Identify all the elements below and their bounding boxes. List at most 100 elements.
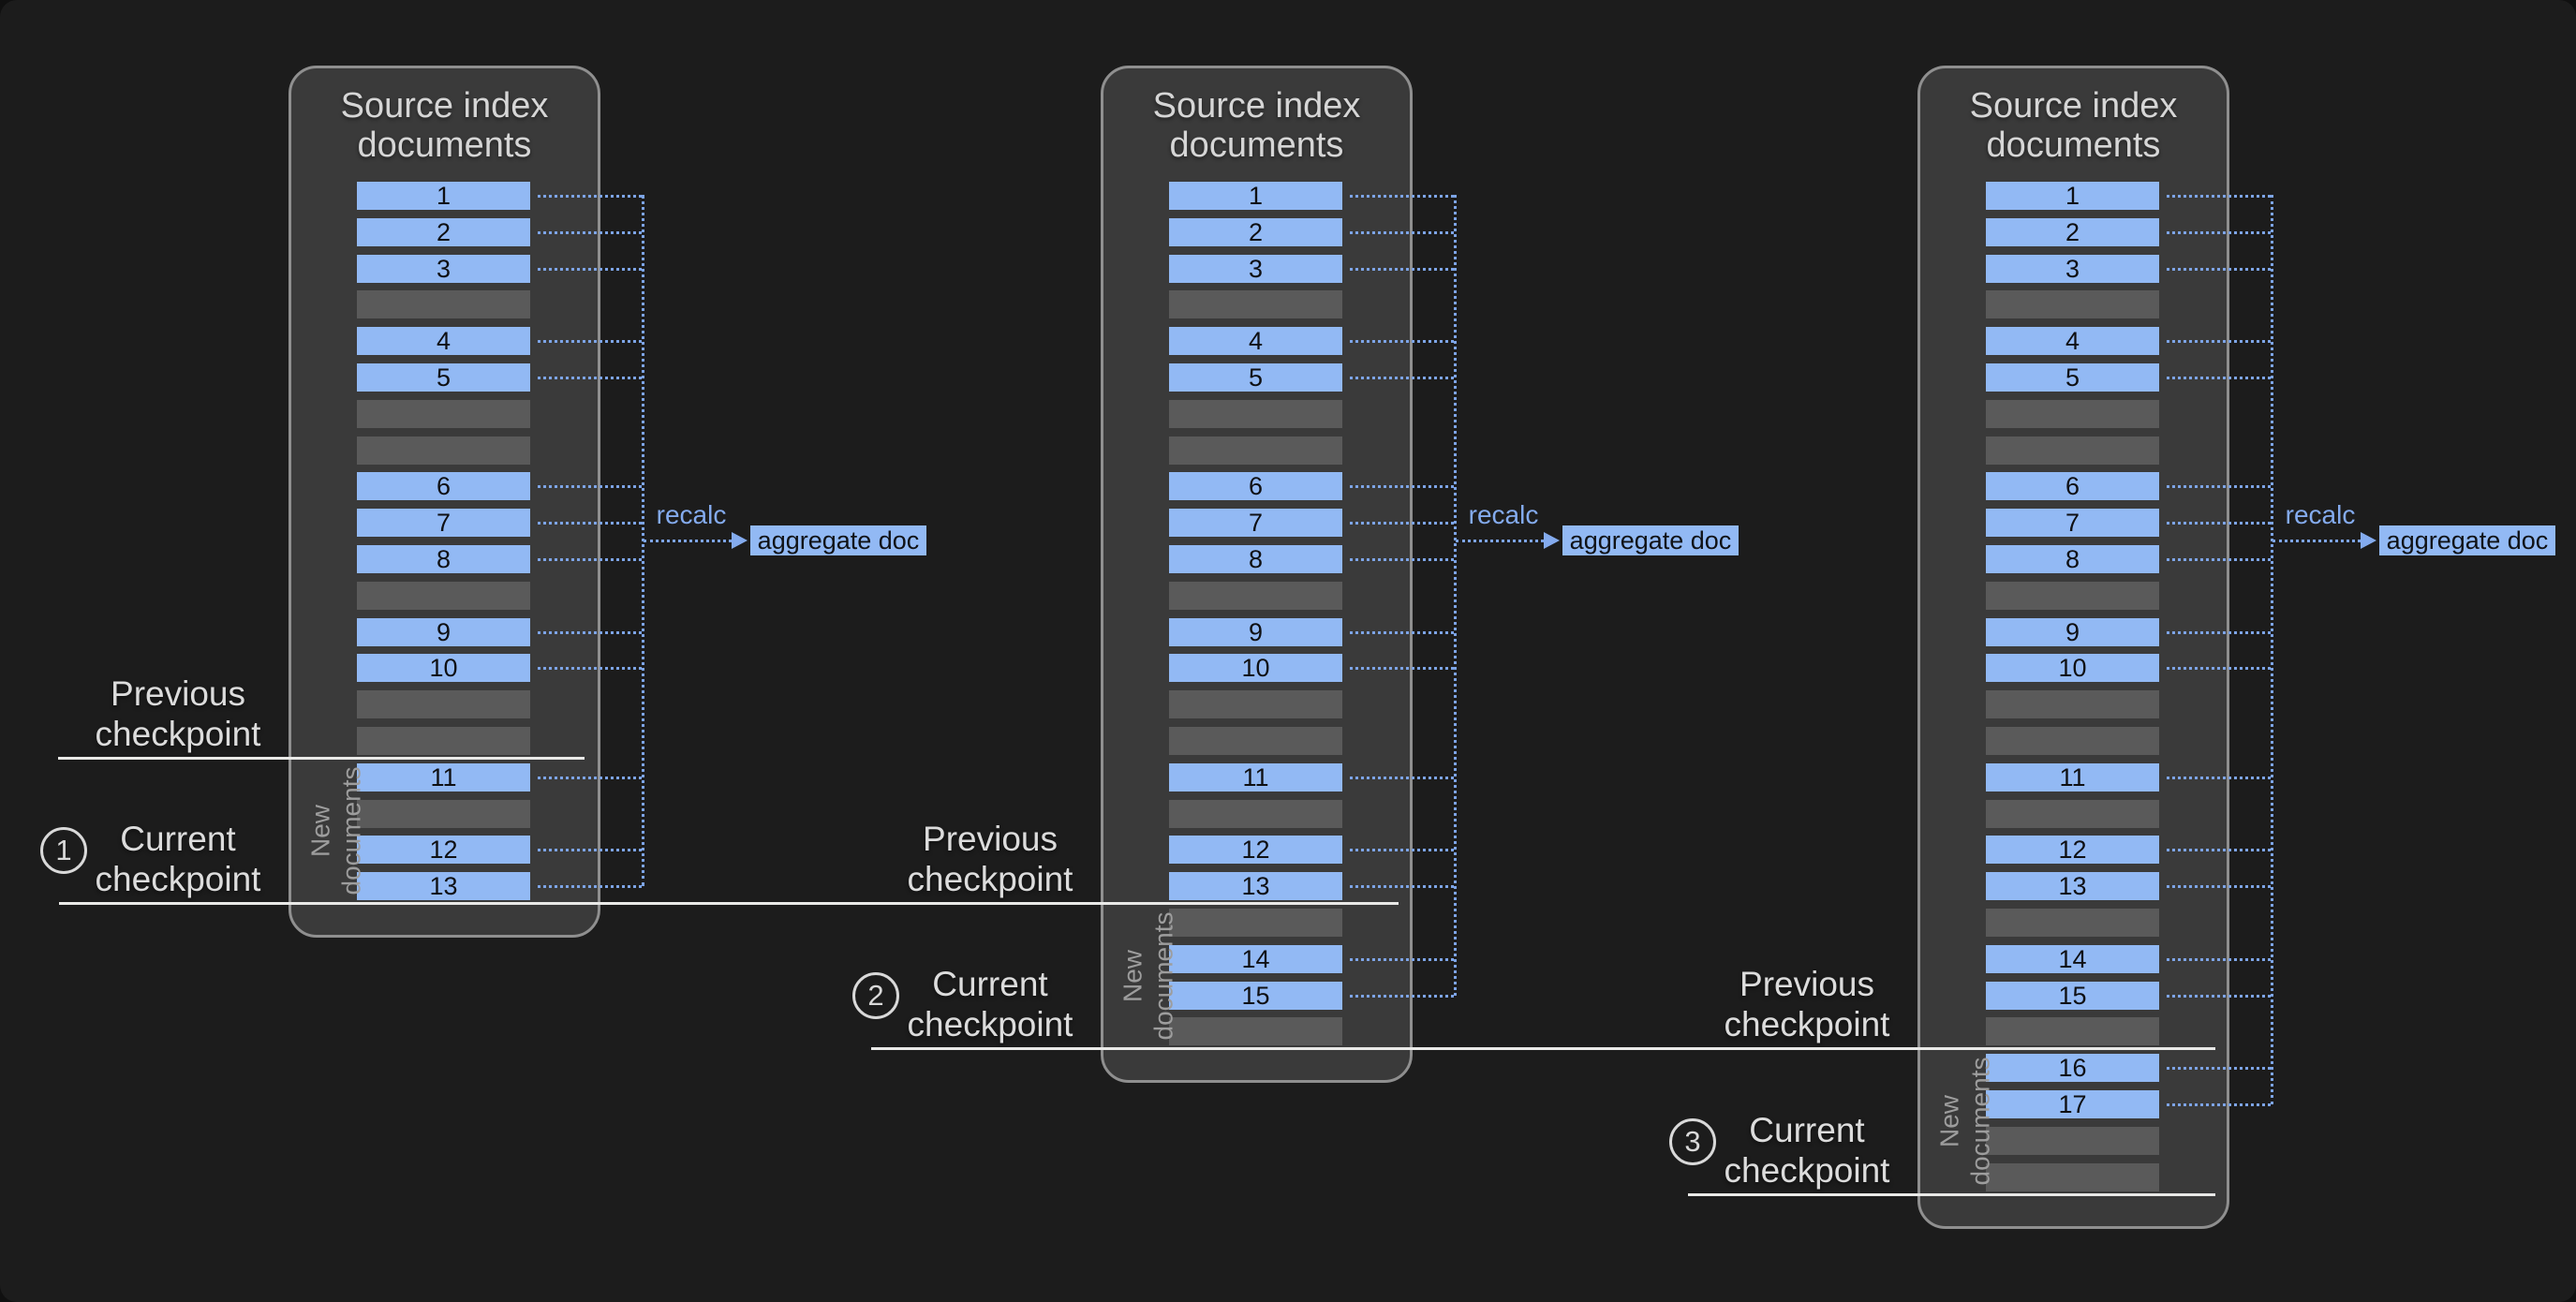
document-bar: 3: [1986, 255, 2159, 283]
current-checkpoint-label-line1: Current: [120, 820, 236, 858]
leader-line: [2167, 849, 2271, 851]
other-document-bar: [1986, 727, 2159, 755]
recalc-arrow-line: [2273, 540, 2361, 542]
document-bar: 5: [357, 363, 530, 392]
leader-line: [538, 195, 642, 198]
recalc-label: recalc: [656, 500, 727, 529]
document-bar: 17: [1986, 1090, 2159, 1118]
other-document-bar: [1986, 1127, 2159, 1155]
other-document-bar: [1986, 582, 2159, 610]
document-bar: 2: [1169, 218, 1342, 246]
leader-line: [538, 340, 642, 343]
leader-line: [2167, 522, 2271, 525]
leader-line: [538, 485, 642, 488]
document-bar: 1: [1169, 182, 1342, 210]
leader-line: [1350, 340, 1454, 343]
document-bar: 7: [1169, 509, 1342, 537]
other-document-bar: [1986, 436, 2159, 465]
document-bar: 10: [1986, 654, 2159, 682]
leader-line: [2167, 231, 2271, 234]
panel-title-line2: documents: [357, 126, 532, 165]
document-bar: 3: [357, 255, 530, 283]
other-document-bar: [1169, 1017, 1342, 1045]
other-document-bar: [1986, 400, 2159, 428]
other-document-bar: [1169, 290, 1342, 318]
document-bar: 4: [1169, 327, 1342, 355]
document-bar: 13: [1986, 872, 2159, 900]
checkpoint-line-current-3: [1688, 1193, 2215, 1196]
document-bar: 1: [1986, 182, 2159, 210]
checkpoint-line-current-1: [59, 902, 1399, 905]
other-document-bar: [1169, 909, 1342, 937]
leader-line: [1350, 377, 1454, 379]
document-bar: 2: [1986, 218, 2159, 246]
other-document-bar: [1169, 582, 1342, 610]
leader-line: [538, 558, 642, 561]
recalc-arrow-line: [1456, 540, 1544, 542]
recalc-arrowhead: [1544, 532, 1560, 549]
leader-line: [2167, 268, 2271, 271]
source-index-panel: [289, 66, 600, 938]
leader-line: [538, 377, 642, 379]
document-bar: 13: [357, 872, 530, 900]
current-checkpoint-label-line2: checkpoint: [95, 860, 261, 898]
document-bar: 5: [1169, 363, 1342, 392]
other-document-bar: [1169, 800, 1342, 828]
document-bar: 4: [357, 327, 530, 355]
document-bar: 15: [1169, 982, 1342, 1010]
document-bar: 12: [1169, 836, 1342, 864]
document-bar: 14: [1986, 945, 2159, 973]
recalc-label: recalc: [1468, 500, 1539, 529]
leader-line: [2167, 377, 2271, 379]
document-bar: 16: [1986, 1054, 2159, 1082]
document-bar: 11: [1169, 763, 1342, 792]
leader-line: [538, 667, 642, 670]
leader-line: [538, 231, 642, 234]
leader-line: [1350, 667, 1454, 670]
leader-line: [1350, 958, 1454, 961]
other-document-bar: [1986, 800, 2159, 828]
leader-line: [538, 885, 642, 888]
document-bar: 13: [1169, 872, 1342, 900]
leader-line: [2167, 995, 2271, 998]
new-documents-label-word1: New: [1118, 950, 1147, 1003]
current-checkpoint-label-line1: Current: [932, 965, 1048, 1003]
other-document-bar: [1169, 690, 1342, 718]
document-bar: 8: [1169, 545, 1342, 573]
other-document-bar: [357, 690, 530, 718]
new-documents-label-word1: New: [305, 805, 335, 858]
leader-line: [538, 522, 642, 525]
leader-line: [2167, 777, 2271, 779]
document-bar: 7: [357, 509, 530, 537]
step-badge: 3: [1669, 1118, 1716, 1165]
document-bar: 12: [1986, 836, 2159, 864]
leader-line: [538, 631, 642, 634]
leader-line: [2167, 1067, 2271, 1070]
recalc-arrowhead: [2361, 532, 2376, 549]
recalc-label: recalc: [2285, 500, 2356, 529]
document-bar: 6: [357, 472, 530, 500]
new-documents-label-word2: documents: [1148, 911, 1178, 1041]
other-document-bar: [1986, 1163, 2159, 1191]
document-bar: 8: [357, 545, 530, 573]
leader-line: [1350, 849, 1454, 851]
other-document-bar: [357, 727, 530, 755]
document-bar: 1: [357, 182, 530, 210]
new-documents-label-word2: documents: [336, 766, 366, 895]
other-document-bar: [1986, 290, 2159, 318]
other-document-bar: [1169, 400, 1342, 428]
checkpoint-line-current-2: [871, 1047, 2215, 1050]
leader-line: [1350, 231, 1454, 234]
previous-checkpoint-label-line2: checkpoint: [907, 860, 1073, 898]
previous-checkpoint-label-line2: checkpoint: [1724, 1005, 1890, 1043]
document-bar: 10: [1169, 654, 1342, 682]
other-document-bar: [1986, 909, 2159, 937]
panel-title-line2: documents: [1986, 126, 2161, 165]
other-document-bar: [357, 400, 530, 428]
bracket-line: [2271, 195, 2273, 1104]
document-bar: 6: [1986, 472, 2159, 500]
